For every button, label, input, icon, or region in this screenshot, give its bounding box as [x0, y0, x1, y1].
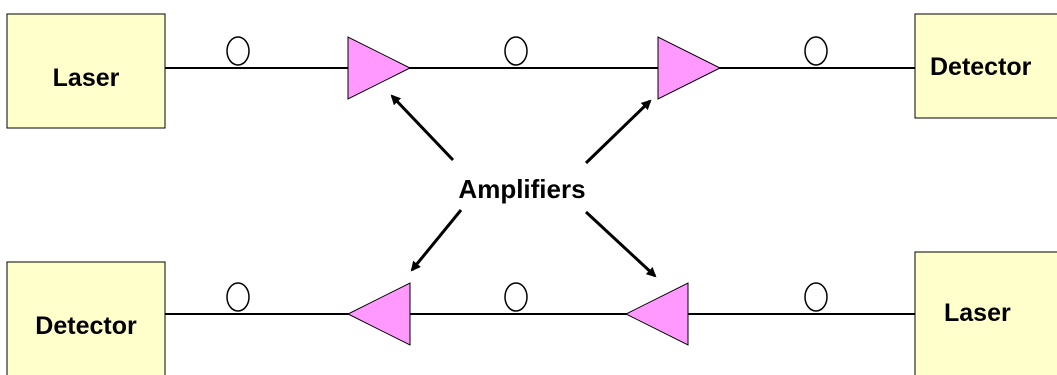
- arrow-icon: [390, 94, 455, 162]
- amplifier-triangle-icon: [624, 282, 689, 346]
- bottom-detector-box: Detector: [6, 261, 166, 375]
- amplifier-triangle-icon: [347, 36, 412, 100]
- top-detector-box: Detector: [914, 13, 1057, 119]
- arrow-icon: [584, 210, 657, 278]
- bottom-link: Detector Laser: [6, 251, 1057, 375]
- top-laser-box: Laser: [6, 13, 166, 129]
- top-link: Laser Detector: [6, 13, 1057, 129]
- fiber-coil-icon: [226, 36, 250, 66]
- bottom-detector-label: Detector: [35, 312, 137, 340]
- bottom-laser-box: Laser: [914, 251, 1057, 375]
- top-detector-label: Detector: [930, 53, 1032, 81]
- top-laser-label: Laser: [53, 64, 120, 92]
- bottom-laser-label: Laser: [944, 299, 1011, 327]
- amplifiers-callout: Amplifiers: [390, 94, 657, 278]
- fiber-coil-icon: [226, 282, 250, 312]
- arrow-icon: [410, 209, 463, 272]
- fiber-coil-icon: [804, 282, 828, 312]
- fiber-coil-icon: [504, 36, 528, 66]
- amplifiers-label: Amplifiers: [458, 174, 585, 204]
- amplifier-triangle-icon: [346, 282, 411, 346]
- arrow-icon: [584, 99, 652, 165]
- fiber-coil-icon: [504, 282, 528, 312]
- amplifier-triangle-icon: [657, 36, 722, 100]
- fiber-coil-icon: [804, 36, 828, 66]
